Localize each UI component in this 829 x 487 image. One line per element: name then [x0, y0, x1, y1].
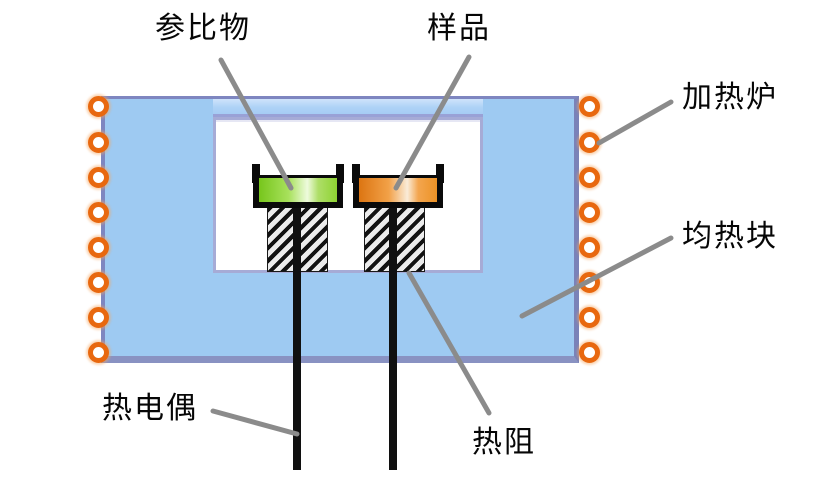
heater-coil-icon [88, 307, 109, 328]
pan-lip [336, 164, 344, 183]
label-furnace: 加热炉 [682, 81, 778, 114]
heater-coil-icon [579, 167, 600, 188]
heater-coil-icon [88, 167, 109, 188]
heater-coil-icon [579, 237, 600, 258]
heater-coil-icon [579, 202, 600, 223]
heater-coil-icon [88, 132, 109, 153]
heater-coil-icon [579, 342, 600, 363]
thermocouple-wire-reference [293, 205, 301, 470]
block-lid-band [213, 99, 483, 117]
heater-coil-icon [579, 272, 600, 293]
heater-coil-icon [579, 96, 600, 117]
heater-coil-icon [88, 237, 109, 258]
leader-line-thermocouple [210, 408, 300, 437]
thermocouple-wire-sample [389, 205, 397, 470]
heater-coil-icon [88, 272, 109, 293]
heater-coil-icon [88, 96, 109, 117]
leader-line-furnace [596, 99, 674, 146]
label-thermal-resistance: 热阻 [472, 426, 536, 459]
label-thermocouple: 热电偶 [102, 392, 198, 425]
heater-coil-icon [579, 307, 600, 328]
label-soaking-block: 均热块 [682, 220, 778, 253]
heater-coil-icon [88, 342, 109, 363]
heater-coil-icon [579, 132, 600, 153]
reference-pan [252, 164, 344, 208]
pan-lip [352, 164, 360, 183]
reference-material [253, 175, 343, 208]
sample-pan [352, 164, 444, 208]
sample-material [353, 175, 443, 208]
heater-coil-icon [88, 202, 109, 223]
label-sample: 样品 [427, 12, 491, 45]
label-reference: 参比物 [155, 12, 251, 45]
